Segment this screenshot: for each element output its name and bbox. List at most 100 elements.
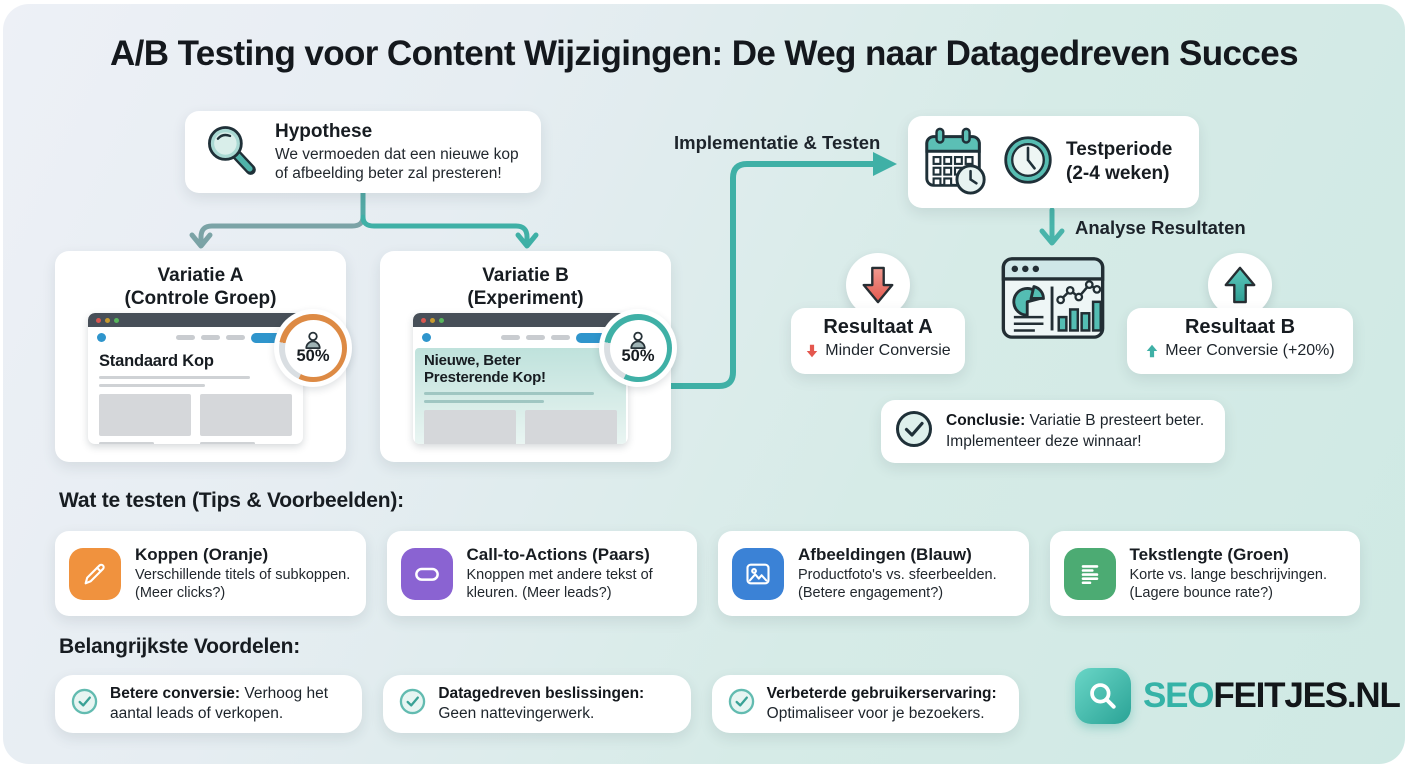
benefit-text: Verhoog het aantal leads of verkopen. — [110, 685, 329, 722]
result-b-desc: Meer Conversie (+20%) — [1165, 342, 1335, 359]
check-circle-icon — [399, 688, 426, 720]
page-title: A/B Testing voor Content Wijzigingen: De… — [109, 34, 1299, 73]
traffic-split-badge-a: 50% — [274, 309, 352, 387]
placeholder-line — [99, 384, 206, 387]
tests-row: Koppen (Oranje) Verschillende titels of … — [55, 531, 1360, 616]
benefit-card-gebruikerservaring: Verbeterde gebruikerservaring: Optimalis… — [711, 675, 1019, 733]
test-card-desc: Knoppen met andere tekst of kleuren. (Me… — [466, 566, 653, 601]
site-logo-dot — [422, 333, 431, 342]
test-card-cta: Call-to-Actions (Paars) Knoppen met ande… — [386, 531, 697, 616]
window-dot-red — [421, 317, 426, 323]
clock-icon — [1002, 134, 1054, 191]
result-b-title: Resultaat B — [1184, 316, 1296, 338]
logo-text-seo: SEO — [1143, 676, 1215, 715]
variatie-a-title: Variatie A — [157, 265, 244, 286]
variatie-a-subtitle: (Controle Groep) — [124, 288, 277, 310]
traffic-split-badge-b: 50% — [599, 309, 677, 387]
analyse-label: Analyse Resultaten — [1075, 217, 1246, 238]
implementation-label: Implementatie & Testen — [674, 132, 881, 153]
browser-mockup-b: Nieuwe, Beter Presterende Kop! — [413, 313, 628, 444]
result-a-card: Resultaat A Minder Conversie — [791, 308, 965, 374]
hypothese-desc: We vermoeden dat een nieuwe kop of afbee… — [275, 145, 519, 182]
browser-mockup-a: Standaard Kop — [88, 313, 303, 444]
benefit-label: Betere conversie: — [110, 685, 241, 702]
nav-link-placeholder — [176, 335, 195, 340]
test-card-tekstlengte: Tekstlengte (Groen) Korte vs. lange besc… — [1049, 531, 1360, 616]
logo-text-feitjes: FEITJES.NL — [1213, 676, 1401, 715]
nav-link-placeholder — [526, 335, 545, 340]
test-card-desc: Productfoto's vs. sfeerbeelden. (Betere … — [798, 566, 997, 601]
pencil-icon — [69, 547, 121, 600]
variatie-a-card: Variatie A (Controle Groep) Standaard Ko… — [55, 251, 352, 462]
test-card-koppen: Koppen (Oranje) Verschillende titels of … — [55, 531, 366, 616]
result-b-arrow-circle — [1208, 253, 1272, 317]
image-placeholder — [525, 409, 617, 444]
benefit-text: Optimaliseer voor je bezoekers. — [766, 704, 985, 722]
conclusion-card: Conclusie: Variatie B presteert beter. I… — [881, 400, 1225, 463]
arrow-down-icon — [807, 344, 818, 358]
variatie-b-card: Variatie B (Experiment) Nieuwe, Beter Pr… — [380, 251, 677, 462]
placeholder-line — [424, 399, 544, 403]
benefit-text: Geen nattevingerwerk. — [438, 704, 595, 722]
split-percent-b: 50% — [621, 346, 655, 365]
check-circle-icon — [728, 688, 755, 720]
person-icon — [305, 331, 321, 349]
site-logo-dot — [97, 333, 106, 342]
result-a-desc: Minder Conversie — [825, 342, 951, 359]
hypothese-card: Hypothese We vermoeden dat een nieuwe ko… — [185, 111, 541, 193]
result-b-card: Resultaat B Meer Conversie (+20%) — [1127, 308, 1353, 374]
testperiode-duration: (2-4 weken) — [1066, 163, 1170, 184]
window-dot-green — [114, 317, 119, 323]
button-icon — [400, 547, 453, 600]
test-card-title: Afbeeldingen (Blauw) — [798, 544, 972, 564]
image-placeholder — [99, 394, 191, 436]
test-card-afbeeldingen: Afbeeldingen (Blauw) Productfoto's vs. s… — [718, 531, 1029, 616]
test-card-desc: Korte vs. lange beschrijvingen. (Lagere … — [1129, 566, 1327, 601]
test-card-desc: Verschillende titels of subkoppen. (Meer… — [135, 566, 351, 601]
browser-titlebar — [88, 313, 303, 327]
conclusion-text: Variatie B presteert beter. Implementeer… — [946, 412, 1205, 450]
arrow-up-icon — [1147, 344, 1158, 358]
image-icon — [732, 547, 784, 600]
conclusion-label: Conclusie: — [946, 412, 1026, 430]
calendar-icon — [920, 124, 990, 201]
infographic-canvas: A/B Testing voor Content Wijzigingen: De… — [3, 4, 1405, 764]
test-card-title: Tekstlengte (Groen) — [1129, 544, 1289, 564]
split-percent-a: 50% — [296, 346, 330, 365]
benefit-card-conversie: Betere conversie: Verhoog het aantal lea… — [55, 675, 363, 733]
test-card-title: Call-to-Actions (Paars) — [466, 544, 650, 564]
placeholder-line — [99, 442, 155, 444]
test-card-title: Koppen (Oranje) — [135, 544, 269, 564]
brand-logo: SEOFEITJES.NL — [1075, 668, 1401, 724]
nav-link-placeholder — [551, 335, 570, 340]
check-circle-icon — [71, 688, 98, 720]
arrow-down-icon — [862, 266, 894, 304]
benefit-label: Datagedreven beslissingen: — [438, 685, 645, 702]
mock-heading-a: Standaard Kop — [99, 352, 214, 370]
magnifier-icon — [201, 120, 261, 185]
window-dot-green — [439, 317, 444, 323]
placeholder-line — [200, 442, 256, 444]
logo-magnifier-icon — [1075, 668, 1131, 724]
benefits-section-heading: Belangrijkste Voordelen: — [59, 635, 301, 658]
cta-button-placeholder — [576, 332, 619, 343]
mock-heading-b: Nieuwe, Beter Presterende Kop! — [424, 352, 546, 387]
text-lines-icon — [1063, 547, 1116, 600]
arrow-up-icon — [1224, 266, 1256, 304]
result-a-title: Resultaat A — [823, 316, 933, 338]
window-dot-yellow — [430, 317, 435, 323]
nav-link-placeholder — [201, 335, 220, 340]
window-dot-yellow — [105, 317, 110, 323]
hypothese-title: Hypothese — [275, 120, 373, 142]
check-circle-icon — [895, 410, 933, 453]
browser-navbar — [413, 327, 628, 348]
person-icon — [630, 331, 646, 349]
testperiode-title: Testperiode — [1066, 139, 1173, 161]
benefits-row: Betere conversie: Verhoog het aantal lea… — [55, 675, 1019, 733]
cta-button-placeholder — [251, 332, 294, 343]
benefit-label: Verbeterde gebruikerservaring: — [766, 685, 997, 702]
placeholder-line — [99, 376, 250, 379]
variatie-b-title: Variatie B — [482, 265, 569, 286]
analytics-dashboard-icon — [1000, 256, 1106, 345]
image-placeholder — [424, 409, 516, 444]
